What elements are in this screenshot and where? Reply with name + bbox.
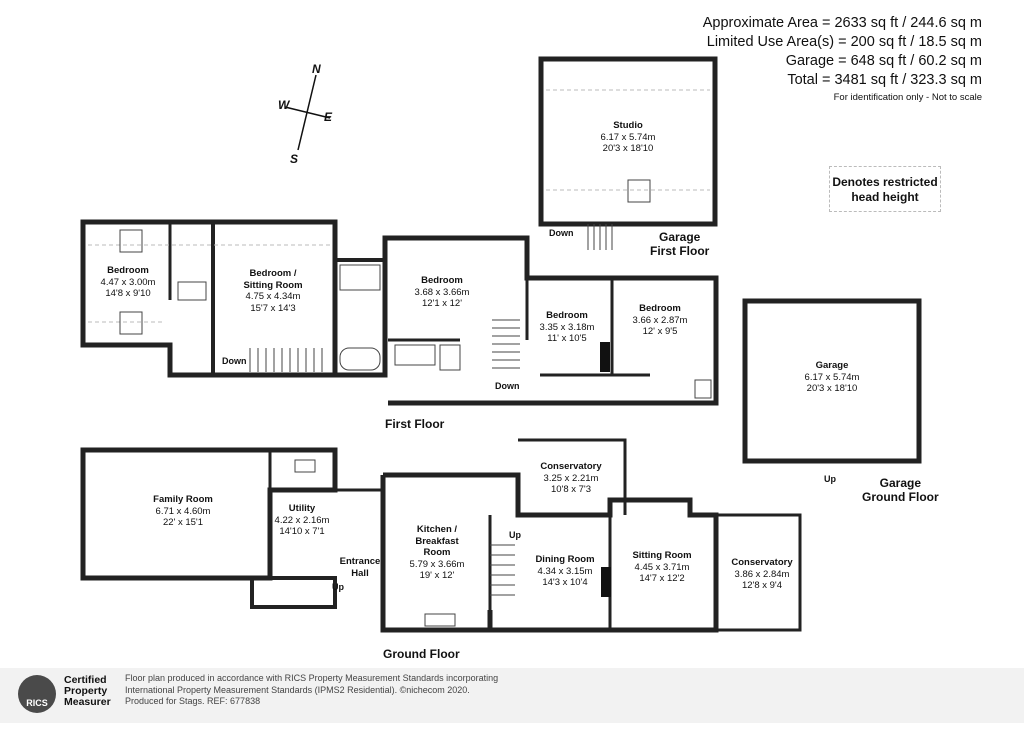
stairs-down-bedsit: Down (222, 356, 247, 366)
stairs-up-garage: Up (824, 474, 836, 484)
footer-bar (0, 668, 1024, 723)
stairs-up-hall: Up (332, 582, 344, 592)
total-area: Total = 3481 sq ft / 323.3 sq m (787, 72, 982, 88)
first-floor-title: First Floor (385, 417, 445, 431)
compass-s: S (290, 152, 299, 166)
compass-e: E (324, 110, 333, 124)
garage-walls (742, 298, 922, 464)
scale-note: For identification only - Not to scale (833, 92, 982, 103)
area-summary: Approximate Area = 2633 sq ft / 244.6 sq… (703, 14, 982, 106)
ground-floor-title: Ground Floor (383, 647, 460, 661)
first-floor-left-walls (80, 219, 338, 378)
compass-w: W (278, 98, 290, 112)
restricted-height-legend: Denotes restricted head height (829, 166, 941, 212)
garage-area: Garage = 648 sq ft / 60.2 sq m (785, 53, 982, 69)
limited-area: Limited Use Area(s) = 200 sq ft / 18.5 s… (706, 34, 982, 50)
approx-area: Approximate Area = 2633 sq ft / 244.6 sq… (702, 15, 982, 31)
studio-walls (538, 56, 718, 227)
stairs-down-landing: Down (495, 381, 520, 391)
stairs-up-kitchen: Up (509, 530, 521, 540)
footer-text: Floor plan produced in accordance with R… (125, 673, 499, 706)
stairs-down-studio: Down (549, 228, 574, 238)
compass-n: N (312, 62, 321, 76)
rics-logo: RICS (18, 675, 56, 713)
